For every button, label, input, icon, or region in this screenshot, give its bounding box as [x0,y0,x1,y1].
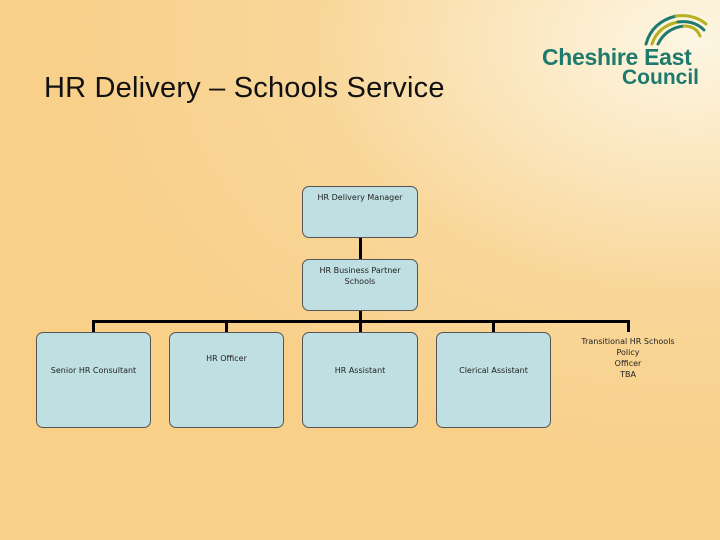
label-line1: Transitional HR Schools [581,337,675,346]
wheat-sheaf-icon [644,14,708,46]
label-line4: TBA [620,370,636,379]
label-line3: Officer [614,359,642,368]
connector-drop-5 [627,320,630,332]
logo-name: Cheshire East [542,44,692,70]
box-hr-assistant: HR Assistant [302,332,418,428]
slide-title: HR Delivery – Schools Service [44,72,445,104]
connector-drop-4 [492,320,495,332]
box-label-line2: Schools [344,277,376,286]
connector-drop-3 [359,320,362,332]
transitional-officer-label: Transitional HR Schools Policy Officer T… [566,336,690,380]
box-label-line1: HR Business Partner [319,266,401,275]
connector-drop-1 [92,320,95,332]
box-label: Clerical Assistant [459,366,528,375]
box-label: HR Assistant [334,366,386,375]
box-hr-delivery-manager: HR Delivery Manager [302,186,418,238]
box-senior-hr-consultant: Senior HR Consultant [36,332,151,428]
connector-drop-2 [225,320,228,332]
box-hr-business-partner: HR Business Partner Schools [302,259,418,311]
box-clerical-assistant: Clerical Assistant [436,332,551,428]
connector-manager-partner [359,238,362,261]
box-label: HR Delivery Manager [317,193,403,202]
box-label: HR Officer [206,354,247,363]
connector-partner-bus [359,311,362,322]
box-hr-officer: HR Officer [169,332,284,428]
logo-council: Council [622,66,699,89]
council-logo: Cheshire East Council [538,8,714,92]
box-label: Senior HR Consultant [50,366,137,375]
label-line2: Policy [616,348,640,357]
